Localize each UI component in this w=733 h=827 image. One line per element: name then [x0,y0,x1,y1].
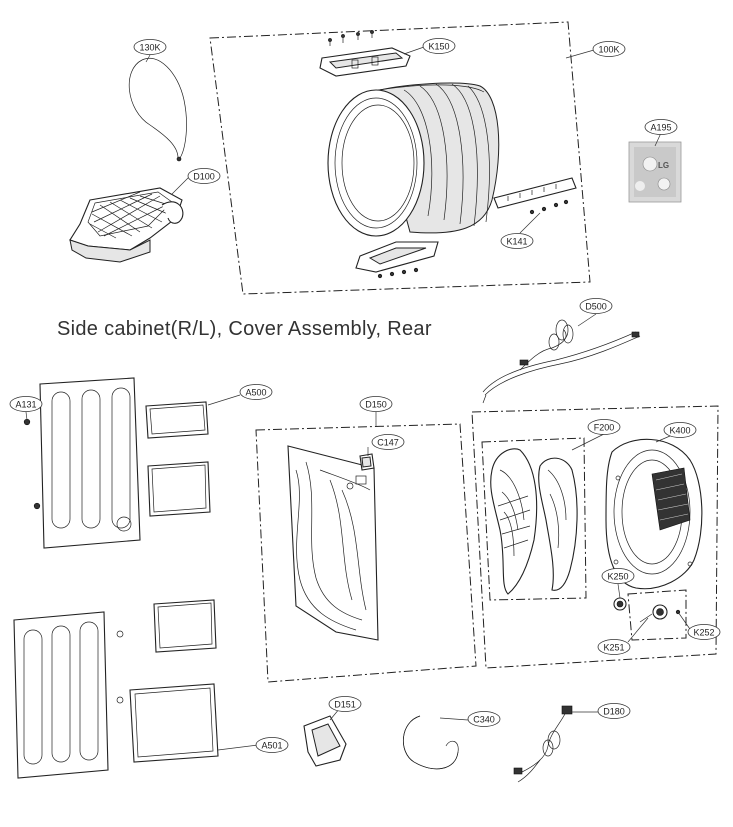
part-side-panel-upper [23,377,141,549]
callout-K251: K251 [597,639,631,655]
callout-D100: D100 [187,168,221,184]
callout-K141: K141 [500,233,534,249]
part-D100-rack [69,187,184,263]
part-K141-bar [493,177,577,215]
callout-C147: C147 [371,434,405,450]
svg-text:A195: A195 [650,123,671,133]
callout-D150: D150 [359,396,393,412]
leader-lines [25,46,693,751]
part-K251-bearing-cap [639,604,668,623]
callout-A195: A195 [644,119,678,135]
callout-A131: A131 [9,396,43,412]
svg-text:100K: 100K [598,45,619,55]
part-A195-label-sheet: LG [628,141,682,203]
svg-text:F200: F200 [594,423,615,433]
part-bottom-bracket [355,241,439,279]
callout-K400: K400 [663,422,697,438]
callout-130K: 130K [133,39,167,55]
svg-text:K251: K251 [603,643,624,653]
callout-100K: 100K [592,41,626,57]
callout-D180: D180 [597,703,631,719]
svg-text:A501: A501 [261,741,282,751]
part-K250-bearing [613,597,627,611]
part-C147-clip [359,453,375,471]
callout-K150: K150 [422,38,456,54]
svg-text:K250: K250 [607,572,628,582]
svg-text:D151: D151 [334,700,356,710]
part-D150-rear-cover [287,445,379,641]
svg-text:A500: A500 [245,388,266,398]
part-D180-harness [513,705,573,783]
drum-group-frame [209,21,591,295]
svg-text:C340: C340 [473,715,495,725]
part-100K-drum [327,82,500,237]
section-title: Side cabinet(R/L), Cover Assembly, Rear [57,318,432,340]
part-F200-duct-left [490,448,538,595]
part-A500-frames [145,401,211,517]
duct-subframe [481,437,587,601]
svg-text:D500: D500 [585,302,607,312]
part-A501-frames [129,599,219,763]
part-F200-duct-right [538,457,578,591]
svg-text:130K: 130K [139,43,160,53]
part-K150-bracket [319,30,411,77]
callouts: 130K D100 K150 100K A195 K141 D500 A131 … [9,38,721,753]
svg-text:D180: D180 [603,707,625,717]
svg-text:C147: C147 [377,438,399,448]
part-side-panel-lower [13,611,124,779]
right-group-frame [471,405,719,669]
part-D151-bracket [303,715,347,767]
part-130K-gasket [128,57,187,162]
bearing-subframe [627,589,687,641]
rear-cover-frame [255,423,477,683]
part-D500-harness [482,319,641,404]
svg-text:D100: D100 [193,172,215,182]
svg-text:K400: K400 [669,426,690,436]
lg-logo: LG [658,161,669,170]
callout-D500: D500 [579,298,613,314]
callout-F200: F200 [587,419,621,435]
part-K400-housing [605,438,703,590]
svg-text:K252: K252 [693,628,714,638]
svg-text:A131: A131 [15,400,36,410]
callout-K250: K250 [601,568,635,584]
part-C340-hose [402,715,459,770]
svg-text:K141: K141 [506,237,527,247]
callout-A500: A500 [239,384,273,400]
callout-C340: C340 [467,711,501,727]
callout-A501: A501 [255,737,289,753]
callout-K252: K252 [687,624,721,640]
callout-D151: D151 [328,696,362,712]
svg-text:K150: K150 [428,42,449,52]
svg-text:D150: D150 [365,400,387,410]
